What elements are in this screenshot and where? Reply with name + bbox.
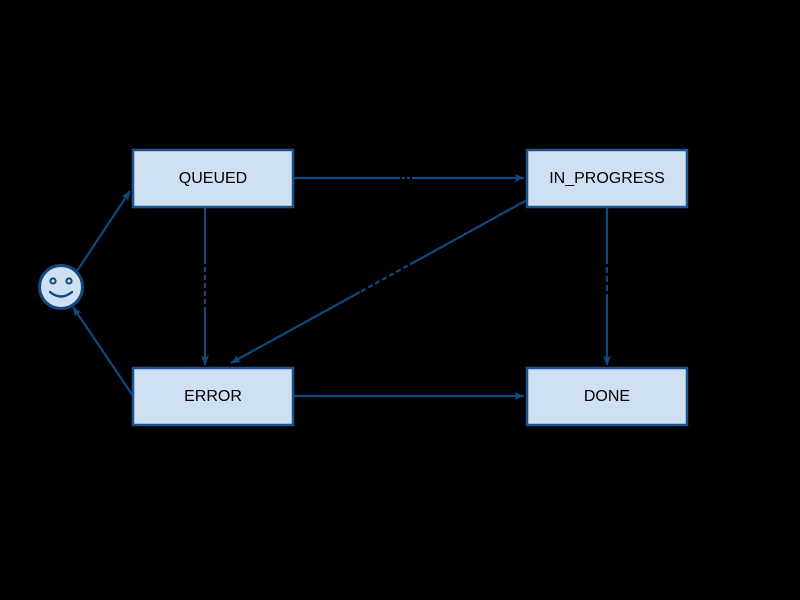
edge-error-to-start[interactable] xyxy=(72,306,134,397)
state-node-error[interactable]: ERROR xyxy=(131,366,295,427)
state-node-in-progress-label: IN_PROGRESS xyxy=(549,170,665,187)
edge-in-progress-to-error[interactable] xyxy=(230,199,528,364)
state-node-in-progress[interactable]: IN_PROGRESS xyxy=(525,148,689,209)
state-node-queued-box xyxy=(131,148,295,209)
edges-layer xyxy=(72,174,611,400)
state-node-done-label: DONE xyxy=(584,388,630,405)
edge-in-progress-to-error-gap xyxy=(359,262,411,294)
smiley-face-icon xyxy=(38,264,84,310)
state-node-done-box xyxy=(525,366,689,427)
state-node-done[interactable]: DONE xyxy=(525,366,689,427)
smiley-right-eye-icon xyxy=(65,277,73,285)
state-node-queued[interactable]: QUEUED xyxy=(131,148,295,209)
smiley-mouth-icon xyxy=(48,290,74,298)
state-node-queued-label: QUEUED xyxy=(179,170,247,187)
state-node-in-progress-box xyxy=(525,148,689,209)
edge-start-to-queued[interactable] xyxy=(76,190,131,272)
state-node-error-label: ERROR xyxy=(184,388,242,405)
smiley-left-eye-icon xyxy=(49,277,57,285)
start-node[interactable] xyxy=(38,264,84,310)
state-node-error-box xyxy=(131,366,295,427)
